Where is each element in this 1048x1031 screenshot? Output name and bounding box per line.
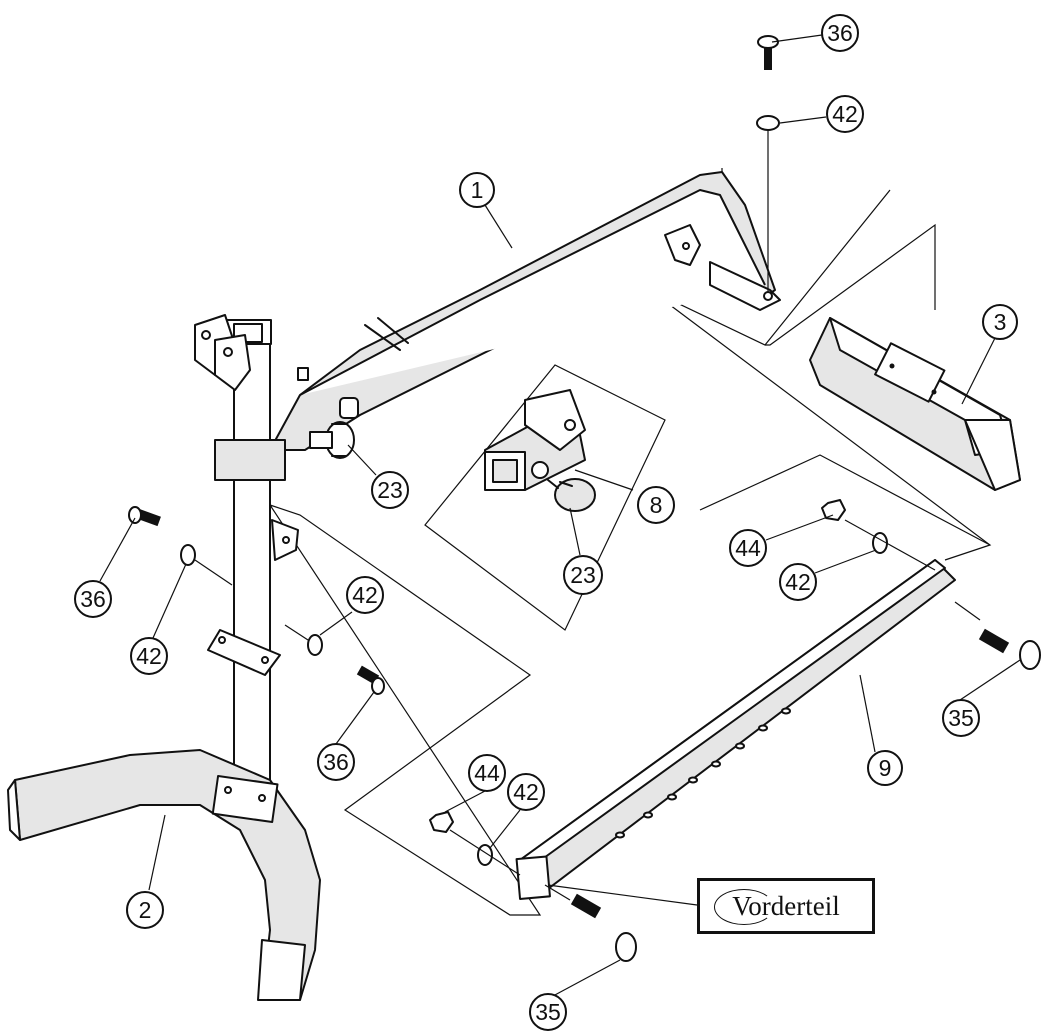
callout-bubble: 23 [371,471,409,509]
callout-label: 36 [827,20,853,46]
crossbar-part-9 [515,559,956,900]
callout-bubble: 23 [563,555,603,595]
callout-label: 8 [650,492,663,518]
front-part-label-box: Vorderteil [697,878,875,934]
callout-bubble: 36 [317,743,355,781]
leader-lines [99,34,1021,997]
callout-label: 23 [570,562,596,588]
callouts: 36 42 1 3 8 23 23 44 42 36 42 42 36 35 9… [74,14,1018,1031]
foot-cap-part-3 [809,317,1021,491]
label-oval-mark [714,889,774,925]
bracket-part-8 [484,389,586,491]
callout-label: 36 [323,749,349,775]
callout-bubble: 42 [130,637,168,675]
callout-label: 42 [513,779,539,805]
callout-label: 35 [535,999,561,1025]
base-frame-part-2 [7,749,321,1001]
fasteners [128,35,1041,962]
callout-label: 44 [474,760,500,786]
callout-bubble: 35 [942,699,980,737]
front-part-label: Vorderteil [732,890,840,921]
callout-bubble: 36 [74,580,112,618]
callout-bubble: 3 [982,304,1018,340]
callout-bubble: 42 [779,563,817,601]
callout-label: 23 [377,477,403,503]
callout-bubble: 42 [826,95,864,133]
assembly-planes [268,168,992,916]
callout-label: 42 [352,582,378,608]
callout-label: 44 [735,535,761,561]
callout-label: 3 [994,309,1007,335]
upright-post [194,314,309,801]
main-frame-part-1 [269,171,781,451]
callout-label: 42 [785,569,811,595]
callout-label: 1 [471,177,484,203]
knob-23-lower [547,478,596,512]
callout-bubble: 36 [821,14,859,52]
callout-label: 36 [80,586,106,612]
callout-label: 2 [139,897,152,923]
callout-label: 9 [879,755,892,781]
callout-bubble: 44 [468,754,506,792]
callout-bubble: 1 [459,172,495,208]
knob-23-frame [309,421,355,459]
callout-bubble: 2 [126,891,164,929]
callout-bubble: 42 [346,576,384,614]
callout-bubble: 44 [729,529,767,567]
callout-bubble: 8 [637,486,675,524]
callout-bubble: 42 [507,773,545,811]
callout-label: 42 [136,643,162,669]
callout-label: 35 [948,705,974,731]
callout-bubble: 9 [867,750,903,786]
crossbar-holes [615,707,791,839]
callout-label: 42 [832,101,858,127]
callout-bubble: 35 [529,993,567,1031]
